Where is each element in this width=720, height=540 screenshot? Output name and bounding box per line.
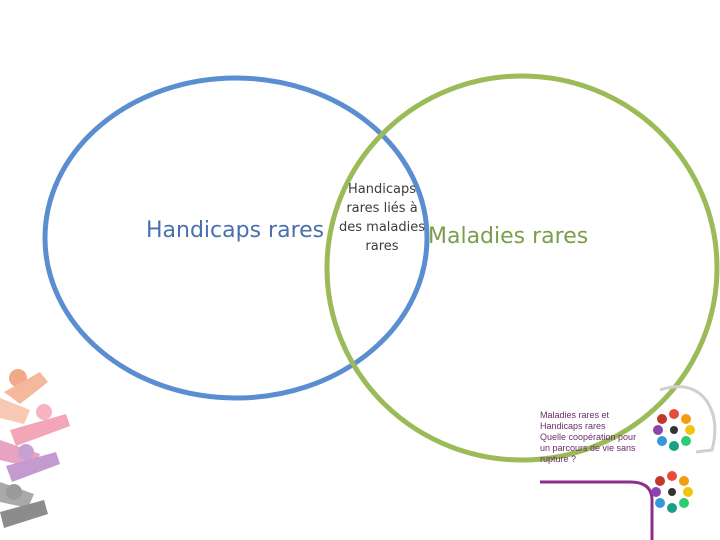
intersection-label: Handicaps rares liés à des maladies rare… bbox=[336, 180, 428, 256]
logo-flower-emblem-bottom bbox=[651, 471, 693, 513]
logo-swoosh-line bbox=[540, 482, 652, 540]
logo-line-5: rupture ? bbox=[540, 454, 665, 465]
handicaps-rares-label: Handicaps rares bbox=[146, 218, 324, 243]
logo-text: Maladies rares et Handicaps rares Quelle… bbox=[540, 410, 665, 465]
logo-line-4: un parcours de vie sans bbox=[540, 443, 665, 454]
maladies-rares-circle bbox=[327, 76, 717, 460]
logo-line-1: Maladies rares et bbox=[540, 410, 665, 421]
maladies-rares-label: Maladies rares bbox=[428, 224, 588, 249]
logo-line-2: Handicaps rares bbox=[540, 421, 665, 432]
people-figures-decoration bbox=[0, 369, 70, 528]
logo-line-3: Quelle coopération pour bbox=[540, 432, 665, 443]
